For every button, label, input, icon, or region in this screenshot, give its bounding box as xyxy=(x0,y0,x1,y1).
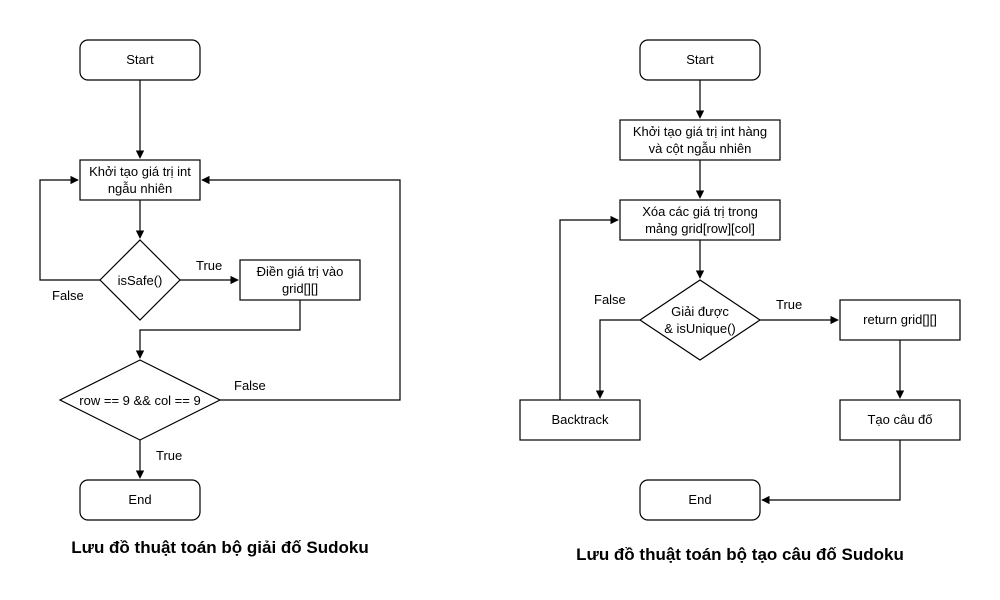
solver-start-label: Start xyxy=(126,52,154,67)
generator-flowchart: Start Khởi tạo giá trị int hàng và cột n… xyxy=(519,39,961,564)
solver-issafe-label: isSafe() xyxy=(118,273,163,288)
edge-check-false xyxy=(201,175,401,401)
solver-end-label: End xyxy=(128,492,151,507)
edge-gen-create-to-end xyxy=(761,440,901,505)
generator-solve-label-line2: & isUnique() xyxy=(664,321,736,336)
generator-clear-node: Xóa các giá trị trong mảng grid[row][col… xyxy=(619,199,781,241)
generator-backtrack-node: Backtrack xyxy=(519,399,641,441)
generator-return-label: return grid[][] xyxy=(863,312,937,327)
solver-issafe-decision: isSafe() xyxy=(99,239,181,321)
solver-init-node: Khởi tạo giá trị int ngẫu nhiên xyxy=(79,159,201,201)
solver-label-false-check: False xyxy=(234,378,266,393)
solver-fill-label-line1: Điền giá trị vào xyxy=(257,264,344,279)
solver-flowchart: Start Khởi tạo giá trị int ngẫu nhiên is… xyxy=(39,39,401,557)
generator-return-node: return grid[][] xyxy=(839,299,961,341)
solver-label-true-check: True xyxy=(156,448,182,463)
generator-init-label-line2: và cột ngẫu nhiên xyxy=(649,141,752,156)
generator-start-node: Start xyxy=(639,39,761,81)
solver-caption: Lưu đồ thuật toán bộ giải đố Sudoku xyxy=(71,538,369,557)
solver-check-decision: row == 9 && col == 9 xyxy=(58,359,222,441)
generator-start-label: Start xyxy=(686,52,714,67)
generator-backtrack-label: Backtrack xyxy=(551,412,609,427)
generator-init-node: Khởi tạo giá trị int hàng và cột ngẫu nh… xyxy=(619,119,781,161)
generator-create-label: Tạo câu đố xyxy=(867,412,932,427)
generator-end-label: End xyxy=(688,492,711,507)
solver-check-label: row == 9 && col == 9 xyxy=(79,393,200,408)
solver-end-node: End xyxy=(79,479,201,521)
generator-solve-decision: Giải được & isUnique() xyxy=(638,279,762,361)
solver-fill-node: Điền giá trị vào grid[][] xyxy=(239,259,361,301)
generator-clear-label-line1: Xóa các giá trị trong xyxy=(642,204,758,219)
generator-label-true: True xyxy=(776,297,802,312)
solver-init-label-line2: ngẫu nhiên xyxy=(108,181,172,196)
solver-start-node: Start xyxy=(79,39,201,81)
generator-solve-label-line1: Giải được xyxy=(671,304,729,319)
solver-label-true-safe: True xyxy=(196,258,222,273)
generator-label-false: False xyxy=(594,292,626,307)
edge-gen-solve-false xyxy=(595,319,640,399)
generator-init-label-line1: Khởi tạo giá trị int hàng xyxy=(633,124,767,139)
edge-fill-to-check xyxy=(135,300,301,359)
generator-end-node: End xyxy=(639,479,761,521)
generator-clear-label-line2: mảng grid[row][col] xyxy=(645,221,755,236)
edge-issafe-false xyxy=(39,175,100,281)
solver-fill-label-line2: grid[][] xyxy=(282,281,318,296)
solver-init-label-line1: Khởi tạo giá trị int xyxy=(89,164,191,179)
generator-create-node: Tạo câu đố xyxy=(839,399,961,441)
generator-caption: Lưu đồ thuật toán bộ tạo câu đố Sudoku xyxy=(576,545,904,564)
edge-gen-backtrack-loop xyxy=(559,215,619,400)
solver-label-false-safe: False xyxy=(52,288,84,303)
